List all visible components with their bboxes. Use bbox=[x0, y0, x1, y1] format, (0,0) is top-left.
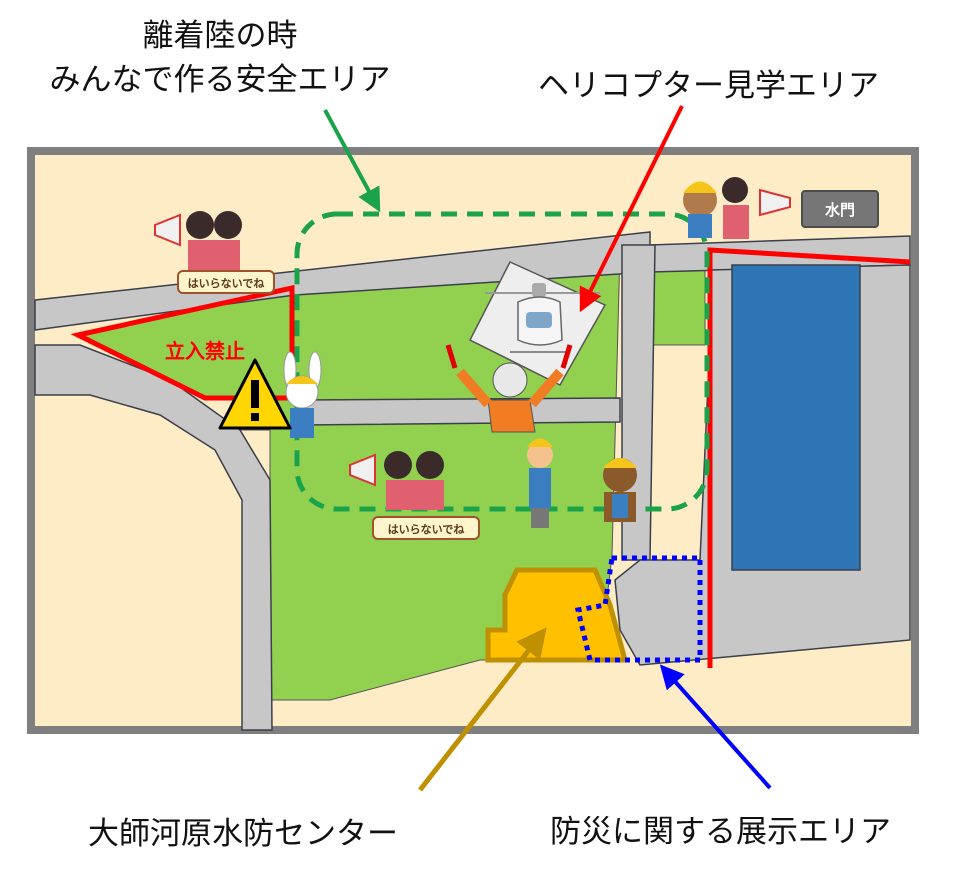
safe-area-title: 離着陸の時 みんなで作る安全エリア bbox=[40, 14, 400, 102]
cat-guard-icon bbox=[683, 181, 717, 238]
warning-icon bbox=[218, 358, 292, 430]
rabbit-guard-icon bbox=[283, 351, 322, 438]
person-icon bbox=[445, 344, 573, 433]
exhibit-area-boundary bbox=[574, 555, 703, 663]
megaphone-group-1 bbox=[154, 211, 242, 270]
safe-area-line1: 離着陸の時 bbox=[142, 18, 298, 54]
guard-person-icon bbox=[527, 438, 553, 528]
safe-area-line2: みんなで作る安全エリア bbox=[49, 62, 391, 98]
sign-1-text: はいらないでね bbox=[188, 277, 265, 290]
restricted-grass bbox=[78, 288, 292, 398]
megaphone-icon bbox=[154, 213, 181, 247]
megaphone-group-2 bbox=[349, 451, 444, 510]
megaphone-icon bbox=[759, 188, 791, 217]
gate-badge: 水門 bbox=[801, 190, 879, 228]
bear-guard-icon bbox=[603, 458, 637, 522]
center-arrow bbox=[418, 627, 547, 792]
heli-area-title: ヘリコプター見学エリア bbox=[538, 68, 879, 104]
exhibit-title: 防災に関する展示エリア bbox=[550, 814, 891, 850]
sign-2-text: はいらないでね bbox=[388, 523, 465, 536]
water-pond bbox=[731, 264, 861, 571]
megaphone-group-3 bbox=[722, 177, 791, 239]
road-inner bbox=[299, 397, 621, 426]
megaphone-icon bbox=[349, 453, 376, 487]
sign-2: はいらないでね bbox=[372, 516, 480, 540]
safe-area-boundary bbox=[294, 211, 710, 512]
heli-area-arrow bbox=[579, 105, 684, 313]
gate-label: 水門 bbox=[825, 201, 855, 219]
no-entry-label: 立入禁止 bbox=[165, 339, 245, 363]
restricted-right-border bbox=[707, 247, 911, 668]
center-title: 大師河原水防センター bbox=[88, 816, 398, 852]
helicopter-icon bbox=[485, 283, 600, 353]
sign-1: はいらないでね bbox=[177, 270, 275, 294]
safe-area-arrow bbox=[323, 109, 381, 213]
exhibit-arrow bbox=[659, 664, 772, 790]
